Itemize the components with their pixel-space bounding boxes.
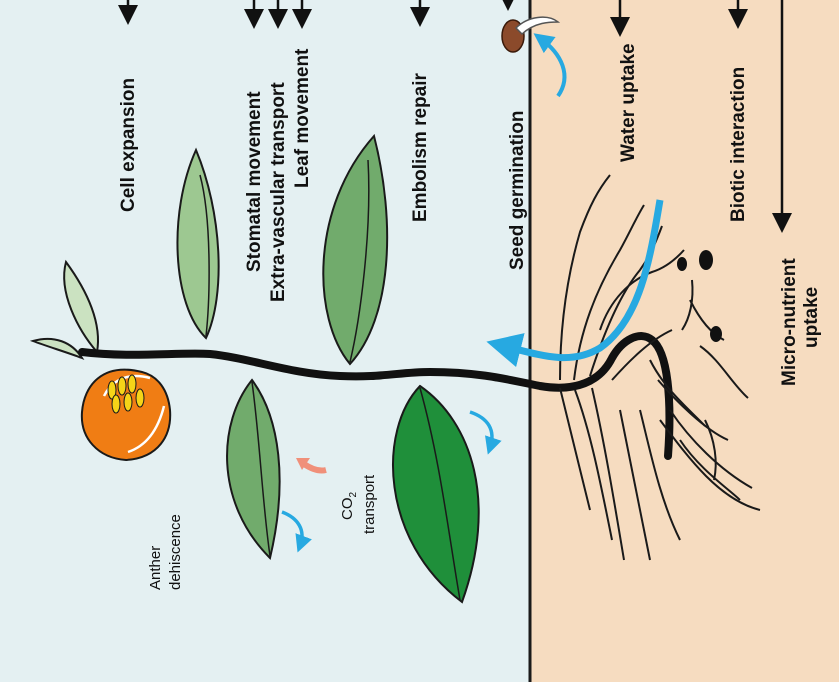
label-seed-germination: Seed germination bbox=[507, 111, 528, 270]
microbe-1 bbox=[677, 257, 687, 271]
label-leaf-movement: Leaf movement bbox=[292, 48, 313, 188]
label-micronutrient-1: Micro-nutrient bbox=[779, 258, 800, 386]
microbe-2 bbox=[699, 250, 713, 270]
label-anther-2: dehiscence bbox=[167, 514, 184, 590]
anther-2 bbox=[118, 377, 126, 395]
label-biotic-interaction: Biotic interaction bbox=[728, 67, 749, 222]
anther-5 bbox=[124, 393, 132, 411]
label-co2-transport: transport bbox=[361, 474, 378, 534]
label-micronutrient-2: uptake bbox=[801, 287, 822, 348]
anther-4 bbox=[112, 395, 120, 413]
label-cell-expansion: Cell expansion bbox=[118, 78, 139, 212]
microbe-3 bbox=[710, 326, 722, 342]
label-stomatal-movement: Stomatal movement bbox=[244, 91, 265, 272]
label-anther-1: Anther bbox=[147, 546, 164, 590]
anther-6 bbox=[136, 389, 144, 407]
anther-3 bbox=[128, 375, 136, 393]
label-extra-vascular: Extra-vascular transport bbox=[268, 82, 289, 302]
flower-icon bbox=[82, 370, 170, 460]
label-embolism-repair: Embolism repair bbox=[410, 73, 431, 222]
label-water-uptake: Water uptake bbox=[618, 43, 639, 162]
